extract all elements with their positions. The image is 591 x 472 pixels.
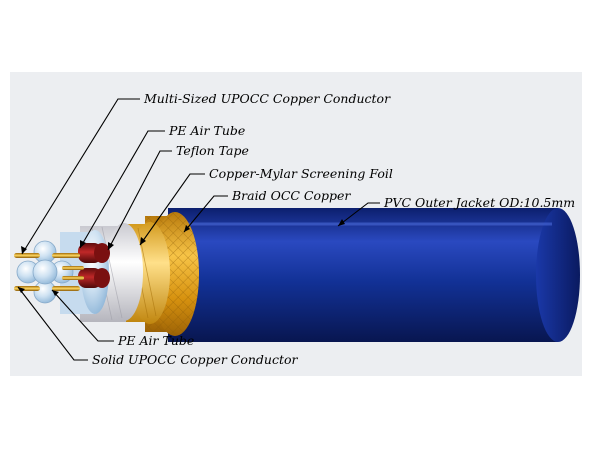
label-solid-conductor: Solid UPOCC Copper Conductor	[92, 352, 299, 367]
label-multi-sized-conductor: Multi-Sized UPOCC Copper Conductor	[143, 91, 391, 106]
label-teflon-tape: Teflon Tape	[176, 143, 249, 158]
label-pvc-outer-jacket: PVC Outer Jacket OD:10.5mm	[383, 195, 575, 210]
label-pe-air-tube-top: PE Air Tube	[168, 123, 245, 138]
label-braid-occ-copper: Braid OCC Copper	[231, 188, 351, 203]
pvc-outer-jacket	[168, 208, 580, 342]
label-pe-air-tube-bottom: PE Air Tube	[117, 333, 194, 348]
label-copper-mylar-foil: Copper-Mylar Screening Foil	[209, 166, 393, 181]
